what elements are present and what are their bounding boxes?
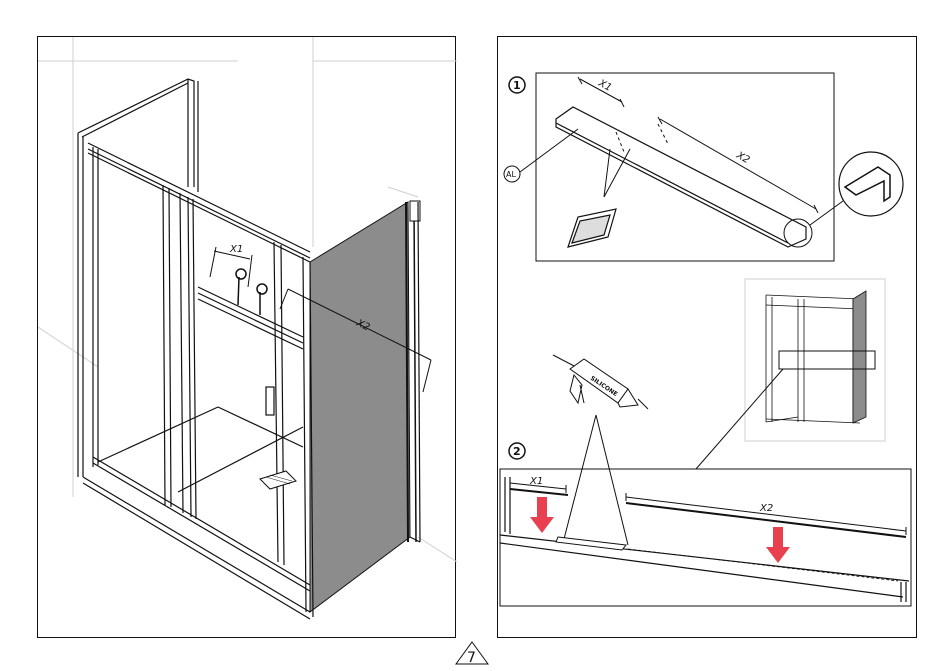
shaded-side-panel [310,202,410,612]
mounting-knobs [236,269,267,315]
silicone-pointer-lines [564,415,628,545]
cut-piece [568,209,616,247]
page-number: 7 [467,650,476,665]
step-2-x2-label: X2 [759,503,773,514]
step-1-number: 1 [513,79,521,92]
left-illustration-panel: X1 X2 [37,36,456,638]
step-2-strips [510,489,906,537]
installation-steps-drawing: 1 X1 X2 AL [498,37,918,639]
right-illustration-panel: 1 X1 X2 AL [497,36,917,638]
step-1-x1-label: X1 [596,77,614,93]
shower-enclosure-drawing: X1 X2 [38,37,457,639]
red-arrow-icon [530,497,554,533]
al-label: AL [506,170,516,179]
left-x1-label: X1 [229,244,243,255]
drain-icon [260,471,296,489]
page-number-triangle-icon: 7 [454,641,490,665]
red-arrow-icon [766,527,790,563]
step-1-x2-label: X2 [734,150,752,167]
step-2-x1-label: X1 [529,476,543,487]
step-2-dimension-lines [510,479,906,535]
step-2-number: 2 [513,445,521,458]
